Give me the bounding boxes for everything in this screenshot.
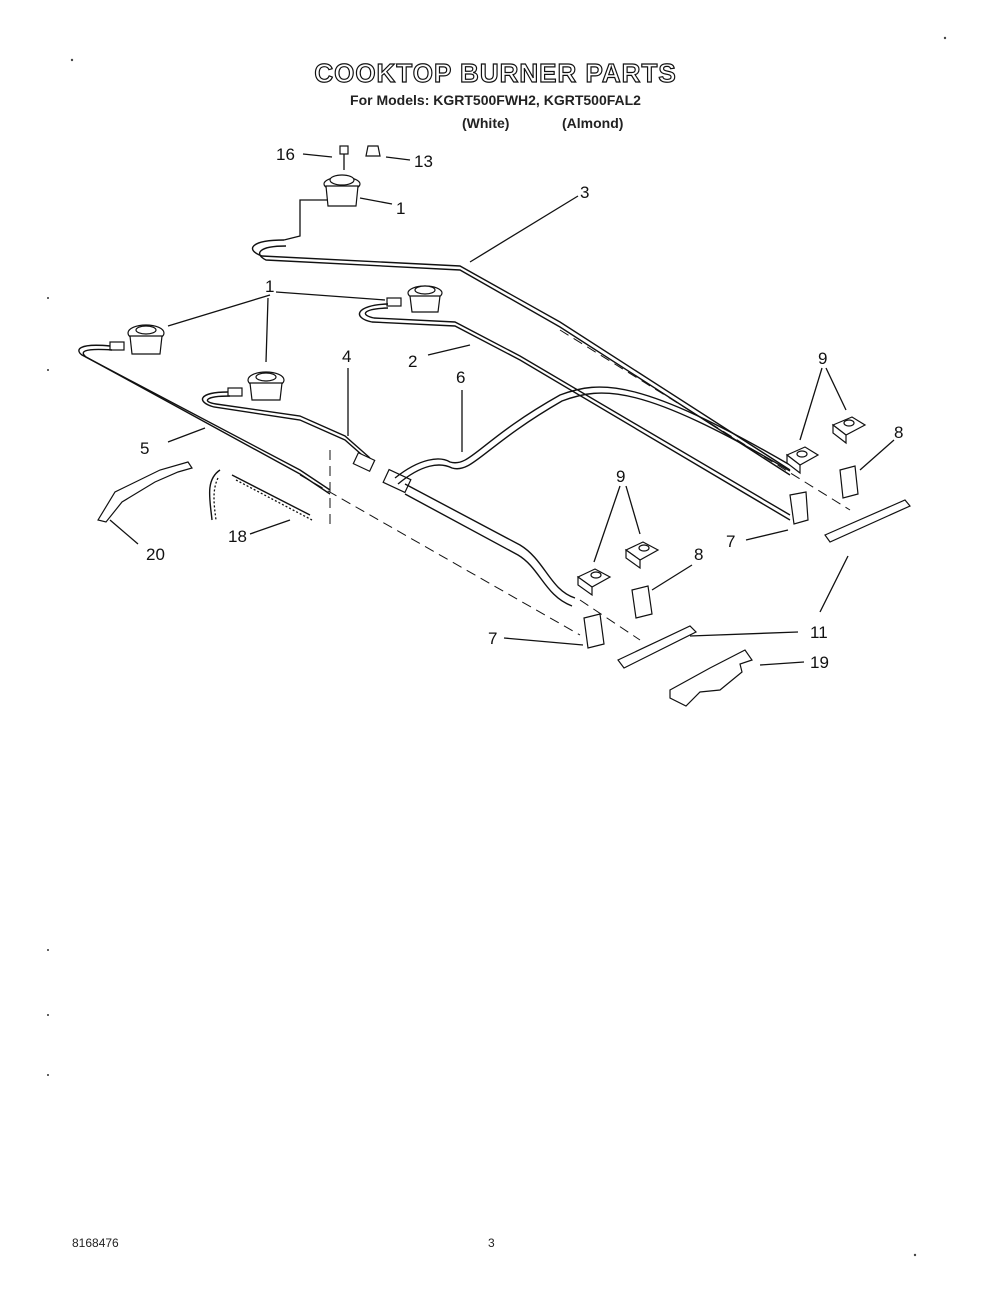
mounting-bracket-20 bbox=[97, 461, 193, 523]
callout-8-right: 8 bbox=[894, 423, 903, 442]
callout-20: 20 bbox=[146, 545, 165, 564]
callout-16: 16 bbox=[276, 145, 295, 164]
callout-9-right: 9 bbox=[818, 349, 827, 368]
back-right-burner bbox=[386, 285, 443, 313]
callout-7-right: 7 bbox=[726, 532, 735, 551]
front-left-burner bbox=[109, 324, 165, 355]
page-number: 3 bbox=[488, 1236, 495, 1250]
left-valve-group bbox=[576, 541, 698, 669]
model-numbers: For Models: KGRT500FWH2, KGRT500FAL2 bbox=[350, 92, 641, 108]
gas-tube-5 bbox=[78, 344, 331, 491]
callout-13: 13 bbox=[414, 152, 433, 171]
callout-7-left: 7 bbox=[488, 629, 497, 648]
manifold-pipe-outline bbox=[404, 493, 573, 607]
top-burner-assembly bbox=[283, 145, 381, 241]
callout-18: 18 bbox=[228, 527, 247, 546]
burner-bracket-19 bbox=[669, 649, 753, 707]
callout-5: 5 bbox=[140, 439, 149, 458]
alignment-line bbox=[559, 329, 851, 511]
flex-hose-18-corrugation bbox=[213, 477, 313, 521]
gas-tube-4-outline bbox=[206, 395, 371, 459]
gas-tube-2-outline bbox=[364, 307, 791, 516]
scan-speck bbox=[943, 36, 947, 40]
leader-lines bbox=[109, 153, 895, 666]
alignment-line bbox=[579, 599, 641, 641]
gas-tube-3 bbox=[251, 239, 791, 471]
callout-3: 3 bbox=[580, 183, 589, 202]
flex-hose-18 bbox=[208, 469, 311, 521]
front-right-burner bbox=[227, 371, 285, 401]
callout-8-left: 8 bbox=[694, 545, 703, 564]
margin-marks bbox=[47, 297, 49, 1076]
right-valve-group bbox=[785, 416, 911, 543]
manifold-fitting bbox=[352, 451, 412, 494]
callout-2: 2 bbox=[408, 352, 417, 371]
gas-tube-4 bbox=[201, 391, 371, 463]
gas-tube-6-outline bbox=[397, 392, 791, 485]
callout-1-top: 1 bbox=[396, 199, 405, 218]
callout-4: 4 bbox=[342, 347, 351, 366]
alignment-line bbox=[299, 474, 581, 636]
gas-tube-5-outline bbox=[82, 348, 331, 495]
manifold-pipe bbox=[404, 483, 576, 599]
variant-almond: (Almond) bbox=[562, 115, 624, 131]
variant-white: (White) bbox=[462, 115, 510, 131]
document-number: 8168476 bbox=[72, 1236, 119, 1250]
scan-speck bbox=[70, 58, 74, 62]
gas-tube-6 bbox=[394, 386, 791, 479]
gas-tube-3-outline bbox=[258, 245, 791, 476]
callout-6: 6 bbox=[456, 368, 465, 387]
scan-speck bbox=[913, 1253, 917, 1257]
callout-1-cluster: 1 bbox=[265, 277, 274, 296]
callout-9-left: 9 bbox=[616, 467, 625, 486]
gas-tube-2 bbox=[358, 303, 791, 521]
page-title: COOKTOP BURNER PARTS bbox=[314, 57, 677, 88]
callout-19: 19 bbox=[810, 653, 829, 672]
callout-11: 11 bbox=[810, 623, 828, 642]
